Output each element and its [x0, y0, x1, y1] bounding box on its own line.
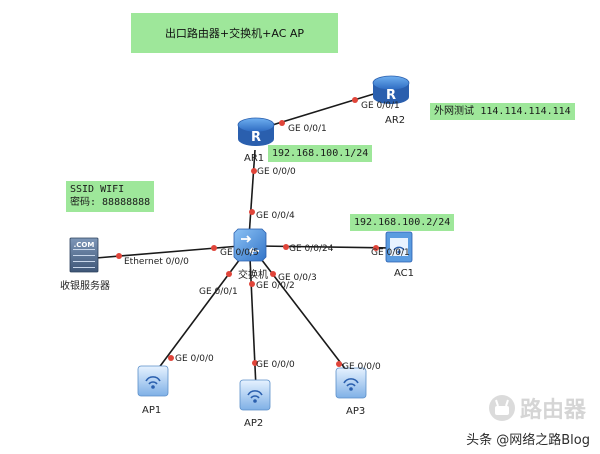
port-label-ac1: GE 0/0/1 — [371, 248, 410, 258]
link-switch-ac1 — [257, 245, 395, 249]
port-label-ar1-down: GE 0/0/0 — [257, 167, 296, 177]
external-test-ip: 114.114.114.114 — [480, 106, 571, 117]
wifi-note: SSID WIFI 密码: 88888888 — [66, 181, 155, 212]
link-ar1-ar2 — [255, 88, 391, 131]
wifi-ssid-line: SSID WIFI — [70, 184, 125, 195]
link-switch-ap2 — [249, 257, 257, 389]
port-label-ar1-up: GE 0/0/1 — [288, 124, 327, 134]
server-icon: .COM — [69, 237, 99, 273]
device-label-server: 收银服务器 — [60, 281, 110, 292]
wifi-password-line: 密码: 88888888 — [70, 197, 151, 208]
port-dot — [279, 120, 285, 126]
device-label-ap1: AP1 — [142, 405, 162, 416]
port-dot — [251, 168, 257, 174]
watermark-logo-text: 路由器 — [519, 398, 586, 423]
port-dot — [283, 244, 289, 250]
access-point-icon — [137, 365, 169, 397]
watermark-logo: 路由器 — [488, 392, 586, 424]
watermark-credit: 头条 @网络之路Blog — [466, 433, 590, 448]
port-label-sw-ap3: GE 0/0/3 — [278, 273, 317, 283]
link-ar1-switch — [248, 149, 256, 238]
device-label-ap2: AP2 — [244, 418, 264, 429]
port-dot — [249, 281, 255, 287]
ac1-ip-note: 192.168.100.2/24 — [350, 214, 455, 231]
port-label-server-eth: Ethernet 0/0/0 — [124, 257, 189, 267]
port-dot — [373, 245, 379, 251]
device-label-ap3: AP3 — [346, 406, 366, 417]
port-label-sw-ap1: GE 0/0/1 — [199, 287, 238, 297]
device-label-ac1: AC1 — [394, 268, 415, 279]
port-label-sw-ap2: GE 0/0/2 — [256, 281, 295, 291]
diagram-title: 出口路由器+交换机+AC AP — [131, 13, 338, 53]
port-label-ap3: GE 0/0/0 — [342, 362, 381, 372]
port-dot — [116, 253, 122, 259]
svg-text:R: R — [251, 130, 261, 145]
access-controller-icon — [385, 231, 413, 263]
port-dot — [270, 271, 276, 277]
port-label-ap1: GE 0/0/0 — [175, 354, 214, 364]
ar1-ip-note: 192.168.100.1/24 — [268, 145, 373, 162]
port-dot — [252, 360, 258, 366]
device-label-switch: 交换机 — [238, 270, 268, 281]
port-label-sw-right: GE 0/0/24 — [289, 244, 334, 254]
external-test-note: 外网测试 114.114.114.114 — [430, 103, 575, 120]
svg-text:R: R — [386, 88, 396, 103]
access-point-icon — [239, 379, 271, 411]
port-dots — [116, 97, 379, 367]
server-badge: .COM — [74, 241, 95, 249]
port-dot — [352, 97, 358, 103]
port-label-sw-left: GE 0/0/5 — [220, 248, 259, 258]
port-dot — [226, 271, 232, 277]
device-label-ar2: AR2 — [385, 115, 406, 126]
port-dot — [211, 245, 217, 251]
router-watermark-icon — [488, 395, 515, 421]
device-label-ar1: AR1 — [244, 153, 265, 164]
port-dot — [336, 361, 342, 367]
port-dot — [249, 209, 255, 215]
router-icon: R — [372, 75, 410, 104]
switch-icon — [233, 228, 267, 262]
access-point-icon — [335, 367, 367, 399]
router-icon: R — [237, 117, 275, 146]
port-label-sw-up: GE 0/0/4 — [256, 211, 295, 221]
port-label-ap2: GE 0/0/0 — [256, 360, 295, 370]
port-label-ar2-down: GE 0/0/1 — [361, 101, 400, 111]
external-test-label: 外网测试 — [434, 106, 474, 117]
port-dot — [168, 355, 174, 361]
